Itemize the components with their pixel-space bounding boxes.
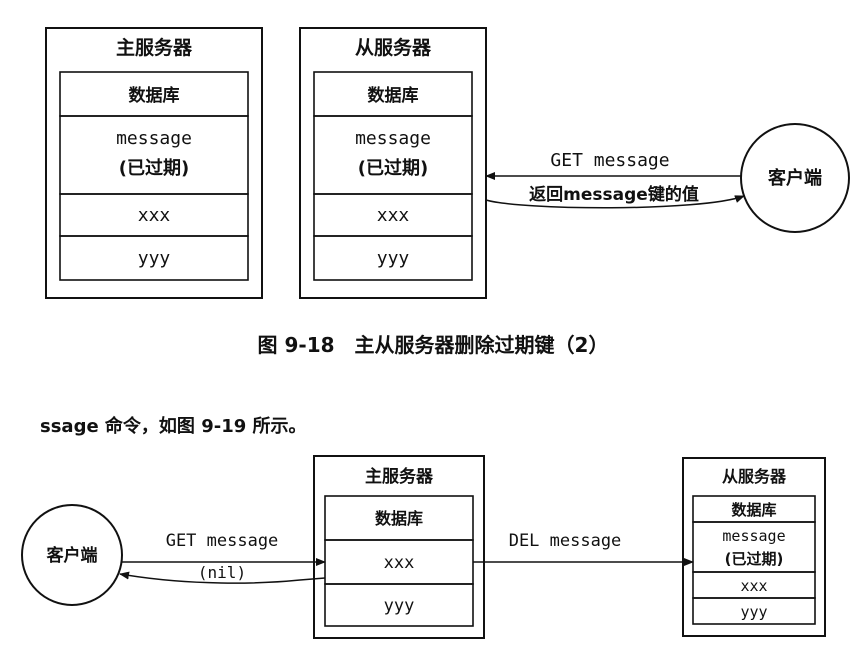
top-master-xxx-key: xxx — [138, 205, 171, 226]
bottom-slave-expired-note: (已过期) — [725, 550, 784, 568]
top-master-title: 主服务器 — [116, 36, 193, 59]
bottom-master-xxx-key: xxx — [384, 553, 415, 573]
bottom-del-label: DEL message — [509, 531, 622, 551]
top-response-label: 返回message键的值 — [529, 184, 699, 205]
top-client-circle — [740, 123, 850, 233]
top-master-yyy-key: yyy — [138, 248, 171, 269]
top-slave-db-label: 数据库 — [368, 85, 419, 106]
bottom-slave-yyy-key: yyy — [740, 603, 767, 621]
bottom-master-yyy-cell — [324, 583, 474, 627]
top-slave-yyy-key: yyy — [377, 248, 410, 269]
bottom-master-frame — [313, 455, 485, 639]
bottom-slave-yyy-cell — [692, 597, 816, 625]
bottom-slave-server: 从服务器 数据库 message (已过期) xxx yyy — [682, 457, 826, 637]
bottom-master-db-label: 数据库 — [375, 509, 423, 528]
bottom-client-circle — [21, 504, 123, 606]
bottom-request-label: GET message — [166, 531, 279, 551]
top-slave-message-key: message — [355, 128, 431, 149]
top-slave-xxx-key: xxx — [377, 205, 410, 226]
top-master-yyy-cell — [59, 235, 249, 281]
partial-body-text: ssage 命令，如图 9-19 所示。 — [40, 415, 307, 437]
top-slave-server: 从服务器 数据库 message (已过期) xxx yyy — [299, 27, 487, 299]
top-master-db-label: 数据库 — [129, 85, 180, 106]
bottom-slave-xxx-key: xxx — [740, 577, 767, 595]
bottom-slave-title: 从服务器 — [722, 467, 787, 486]
top-client: 客户端 — [740, 123, 850, 233]
top-master-frame — [45, 27, 263, 299]
top-response-arrow — [485, 195, 745, 209]
bottom-master-server: 主服务器 数据库 xxx yyy — [313, 455, 485, 639]
bottom-master-title: 主服务器 — [365, 466, 434, 487]
top-slave-title: 从服务器 — [355, 36, 432, 59]
top-slave-yyy-cell — [313, 235, 473, 281]
bottom-response-label: (nil) — [198, 563, 246, 582]
bottom-slave-db-label: 数据库 — [731, 501, 776, 519]
bottom-client: 客户端 — [21, 504, 123, 606]
top-request-label: GET message — [550, 150, 669, 171]
top-master-message-key: message — [116, 128, 192, 149]
bottom-client-label: 客户端 — [46, 545, 98, 566]
top-slave-expired-note: (已过期) — [358, 157, 428, 179]
figure-caption: 图 9-18 主从服务器删除过期键（2） — [258, 333, 609, 357]
top-master-expired-note: (已过期) — [119, 157, 189, 179]
bottom-master-yyy-key: yyy — [384, 596, 415, 616]
top-master-server: 主服务器 数据库 message (已过期) xxx yyy — [45, 27, 263, 299]
bottom-slave-message-key: message — [722, 527, 785, 545]
top-client-label: 客户端 — [768, 167, 822, 189]
bottom-slave-frame — [682, 457, 826, 637]
bottom-response-arrow — [119, 571, 326, 584]
top-slave-frame — [299, 27, 487, 299]
